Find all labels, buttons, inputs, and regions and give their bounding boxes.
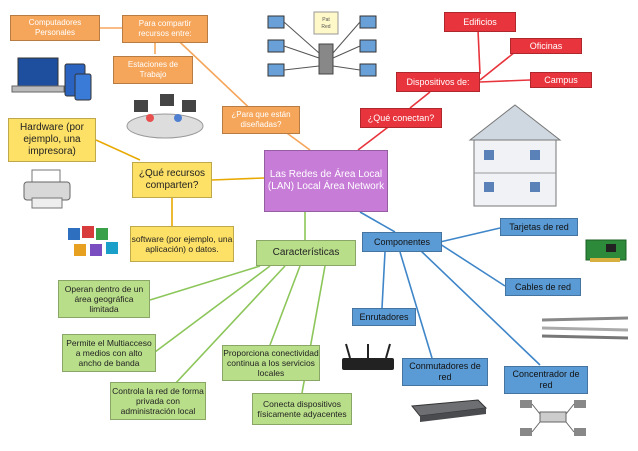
node-edificios[interactable]: Edificios [444, 12, 516, 32]
line-compartir-paraque [164, 27, 261, 119]
node-caracteristicas[interactable]: Características [256, 240, 356, 266]
network-card-picture [585, 239, 627, 262]
line-car-multiacceso [154, 265, 271, 353]
line-car-operan [149, 265, 261, 301]
line-car-controla [159, 265, 286, 401]
line-dispositivos-edificios [477, 29, 481, 75]
line-recursos-central [211, 177, 265, 181]
central-topic[interactable]: Las Redes de Área Local (LAN) Local Área… [264, 150, 388, 212]
switch-picture [411, 399, 488, 422]
node-computadores-personales[interactable]: Computadores Personales [10, 15, 100, 41]
laptop-tablet-picture [11, 57, 92, 101]
node-conmutadores[interactable]: Conmutadores de red [402, 358, 488, 386]
node-estaciones-trabajo[interactable]: Estaciones de Trabajo [113, 56, 193, 84]
node-controla-red[interactable]: Controla la red de forma privada con adm… [110, 382, 206, 420]
line-comp-concentrador [419, 249, 541, 366]
line-dispositivos-conectan [409, 91, 431, 109]
node-operan-area[interactable]: Operan dentro de un área geográfica limi… [58, 280, 150, 318]
line-dispositivos-campus [479, 79, 531, 83]
network-cables-picture [541, 316, 629, 340]
node-enrutadores[interactable]: Enrutadores [352, 308, 416, 326]
line-comp-conmutadores [399, 251, 433, 359]
node-dispositivos[interactable]: Dispositivos de: [396, 72, 480, 92]
printer-picture [23, 169, 71, 209]
line-central-componentes [359, 211, 396, 233]
node-hardware[interactable]: Hardware (por ejemplo, una impresora) [8, 118, 96, 162]
node-concentrador[interactable]: Concentrador de red [504, 366, 588, 394]
node-cables-red[interactable]: Cables de red [505, 278, 581, 296]
node-que-recursos[interactable]: ¿Qué recursos comparten? [132, 162, 212, 198]
line-comp-cables [439, 243, 506, 287]
node-multiacceso[interactable]: Permite el Multiacceso a medios con alto… [62, 334, 156, 372]
workstations-picture [126, 94, 204, 139]
line-hardware-recursos [95, 139, 141, 161]
line-comp-enrutadores [381, 251, 386, 309]
line-car-proporciona [269, 265, 301, 346]
node-oficinas[interactable]: Oficinas [510, 38, 582, 54]
node-software[interactable]: software (por ejemplo, una aplicación) o… [130, 226, 234, 262]
router-picture [342, 343, 394, 370]
line-dispositivos-oficinas [479, 51, 516, 81]
software-icons-picture [68, 226, 118, 256]
node-componentes[interactable]: Componentes [362, 232, 442, 252]
node-proporciona[interactable]: Proporciona conectividad continua a los … [222, 345, 320, 381]
hub-picture [520, 400, 586, 436]
diagram-label-line1: Pat [322, 17, 330, 23]
node-conecta-dispositivos[interactable]: Conecta dispositivos físicamente adyacen… [252, 393, 352, 425]
node-para-que-disenadas[interactable]: ¿Para que están diseñadas? [222, 106, 300, 134]
node-para-compartir[interactable]: Para compartir recursos entre: [122, 15, 208, 43]
network-diagram-picture: Pat Red [267, 11, 377, 77]
node-campus[interactable]: Campus [530, 72, 592, 88]
node-que-conectan[interactable]: ¿Qué conectan? [360, 108, 442, 128]
node-tarjetas-red[interactable]: Tarjetas de red [500, 218, 578, 236]
line-comp-tarjetas [439, 227, 501, 243]
diagram-label-line2: Red [321, 24, 330, 30]
house-network-picture [468, 104, 562, 207]
